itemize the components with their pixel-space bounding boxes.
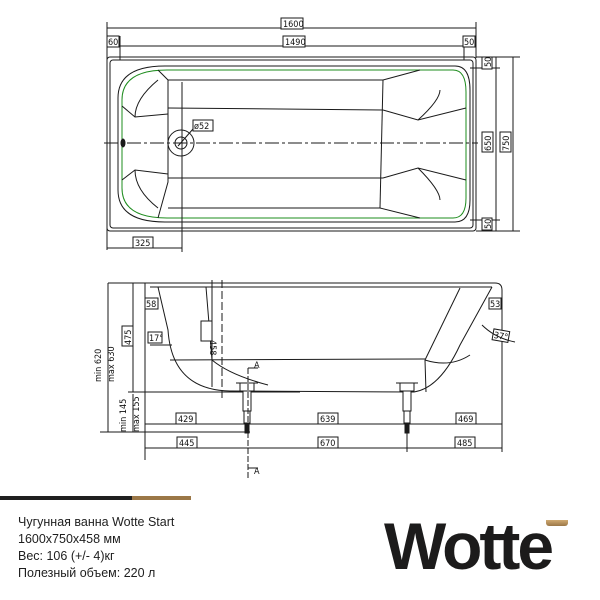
dim-475: 475 [124, 330, 134, 345]
product-dimensions: 1600x750x458 мм [18, 532, 121, 546]
dim-670: 670 [320, 439, 335, 449]
dim-left-angle: 17° [149, 334, 163, 344]
dim-50-bottom: 50 [484, 219, 494, 229]
dim-58: 58 [146, 300, 156, 310]
product-weight: Вес: 106 (+/- 4)кг [18, 549, 115, 563]
dim-50-right: 50 [464, 38, 474, 48]
technical-drawing: 1600 1490 60 50 [94, 17, 520, 478]
dim-60: 60 [108, 38, 118, 48]
dim-min-620: min 620 [94, 349, 104, 382]
dim-max-155: max 155 [132, 396, 142, 432]
product-info: Чугунная ванна Wotte Start 1600x750x458 … [18, 514, 174, 582]
dim-458: 458 [207, 340, 217, 355]
leg-right [396, 382, 418, 434]
section-mark-top: A [254, 361, 260, 371]
section-mark-bottom: A [254, 467, 260, 477]
dim-53: 53 [490, 300, 500, 310]
dim-639: 639 [320, 415, 335, 425]
logo-accent-bar [546, 520, 568, 526]
dim-min-145: min 145 [119, 399, 129, 432]
dim-469: 469 [458, 415, 473, 425]
dim-650: 650 [484, 136, 494, 151]
side-view: 458 min 620 max 630 475 min 145 max 155 … [94, 280, 516, 478]
dim-1490: 1490 [285, 38, 306, 48]
leg-left [236, 382, 258, 434]
product-title: Чугунная ванна Wotte Start [18, 515, 175, 529]
divider-bar-dark [0, 496, 132, 500]
dim-750: 750 [502, 136, 512, 151]
dim-485: 485 [457, 439, 472, 449]
divider-bar-gold [132, 496, 191, 500]
dim-445: 445 [179, 439, 194, 449]
brand-logo: Wotte [384, 509, 554, 583]
dim-325: 325 [135, 239, 150, 249]
top-view: 1600 1490 60 50 [104, 17, 520, 252]
dim-1600: 1600 [283, 20, 304, 30]
product-volume: Полезный объем: 220 л [18, 566, 156, 580]
dim-50-top: 50 [484, 57, 494, 67]
dim-429: 429 [178, 415, 193, 425]
dim-drain-diameter: ø52 [194, 122, 209, 132]
dim-max-630: max 630 [107, 346, 117, 382]
